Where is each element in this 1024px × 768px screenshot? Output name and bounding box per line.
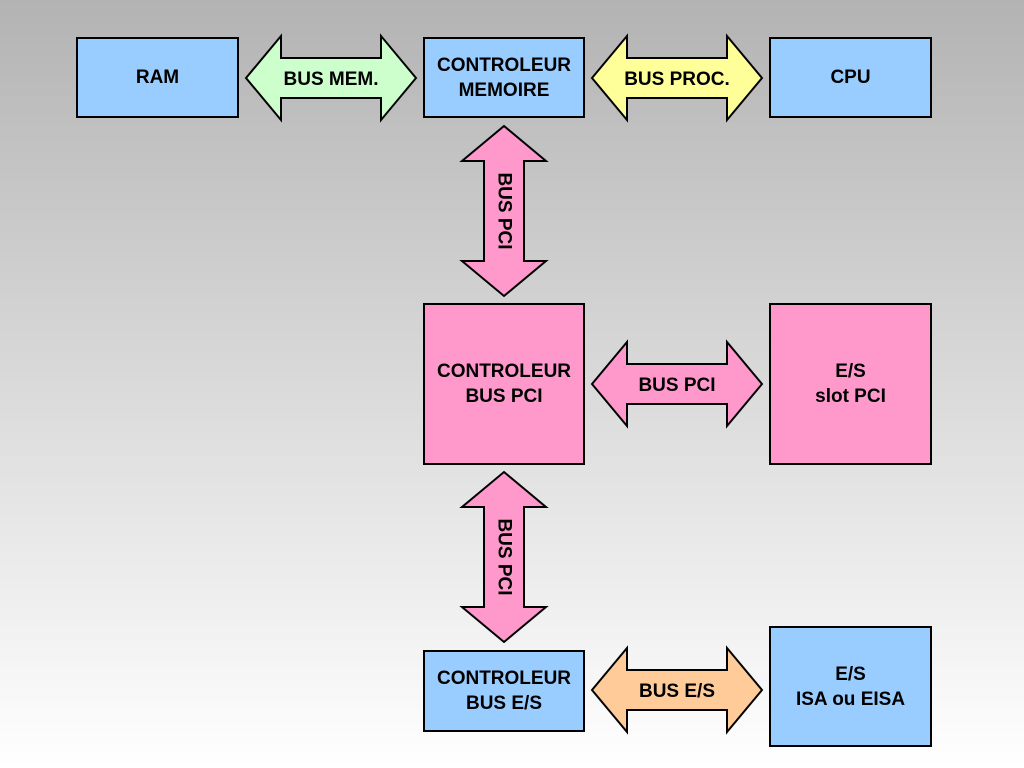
cpu-label: CPU	[830, 67, 871, 88]
memory-controller-label-1: CONTROLEUR	[436, 54, 572, 76]
ram-label: RAM	[135, 67, 180, 88]
pci-bus-controller-box: CONTROLEUR BUS PCI	[423, 303, 585, 465]
io-bus-controller-box: CONTROLEUR BUS E/S	[423, 650, 585, 732]
bus-proc-arrow: BUS PROC.	[590, 33, 764, 123]
bus-pci-vertical-arrow-top: BUS PCI	[459, 124, 549, 298]
pci-slot-io-label-2: slot PCI	[815, 386, 886, 407]
bus-es-label: BUS E/S	[639, 681, 715, 702]
pci-bus-controller-label-2: BUS PCI	[465, 386, 543, 407]
isa-eisa-io-label-1: E/S	[835, 663, 866, 685]
pci-bus-controller-label-1: CONTROLEUR	[436, 361, 572, 382]
pci-slot-io-label-1: E/S	[835, 361, 866, 382]
memory-controller-label-2: MEMOIRE	[458, 79, 550, 101]
io-bus-controller-label-2: BUS E/S	[465, 693, 543, 714]
bus-es-arrow: BUS E/S	[590, 645, 764, 735]
io-bus-controller-label-1: CONTROLEUR	[436, 668, 572, 689]
isa-eisa-io-box: E/S ISA ou EISA	[769, 626, 932, 747]
bus-pci-horizontal-label: BUS PCI	[638, 375, 715, 396]
bus-mem-label: BUS MEM.	[284, 69, 379, 90]
bus-mem-arrow: BUS MEM.	[244, 33, 418, 123]
bus-pci-vertical-arrow-bottom: BUS PCI	[459, 470, 549, 644]
isa-eisa-io-label-2: ISA ou EISA	[795, 688, 906, 710]
pci-slot-io-box: E/S slot PCI	[769, 303, 932, 465]
bus-pci-vertical-label-top: BUS PCI	[494, 172, 515, 249]
bus-pci-vertical-label-bottom: BUS PCI	[494, 518, 515, 595]
bus-pci-horizontal-arrow: BUS PCI	[590, 339, 764, 429]
bus-proc-label: BUS PROC.	[624, 69, 730, 90]
memory-controller-box: CONTROLEUR MEMOIRE	[423, 37, 585, 118]
ram-box: RAM	[76, 37, 239, 118]
cpu-box: CPU	[769, 37, 932, 118]
